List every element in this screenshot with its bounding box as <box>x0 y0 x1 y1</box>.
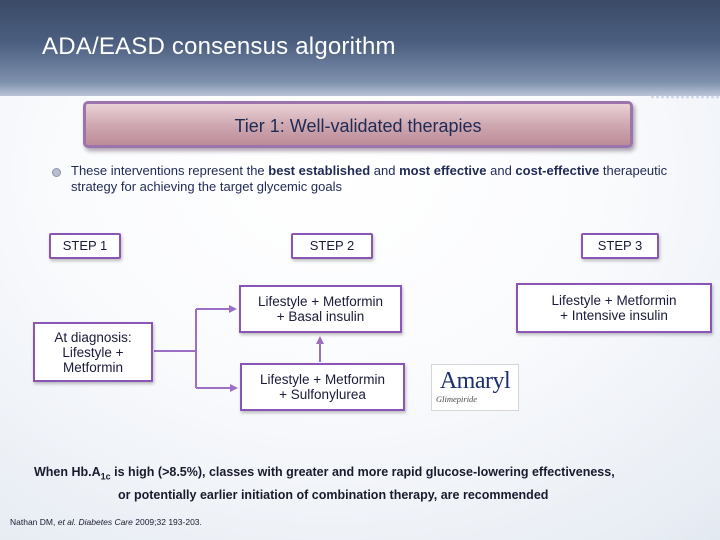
step-1-label: STEP 1 <box>49 233 121 259</box>
therapy-box-intensive-insulin: Lifestyle + Metformin + Intensive insuli… <box>516 283 712 333</box>
bullet-icon <box>52 168 61 177</box>
therapy-line: Metformin <box>62 359 123 375</box>
header-band <box>0 0 720 96</box>
therapy-line: Lifestyle + Metformin <box>258 294 383 309</box>
citation-journal: Diabetes Care <box>78 517 133 527</box>
therapy-line: Lifestyle + <box>62 344 124 360</box>
hba1c-note: When Hb.A1c is high (>8.5%), classes wit… <box>34 463 694 504</box>
therapy-box-sulfonylurea: Lifestyle + Metformin + Sulfonylurea <box>240 363 405 411</box>
logo-wordmark: Amaryl <box>439 368 511 394</box>
therapy-line: + Sulfonylurea <box>279 387 366 402</box>
step-3-label: STEP 3 <box>581 233 659 259</box>
note-text: is high (>8.5%), classes with greater an… <box>110 465 615 479</box>
amaryl-logo: Amaryl Glimepiride <box>431 364 519 411</box>
note-subscript: 1c <box>100 471 111 482</box>
bullet-emphasis-cost-effective: cost-effective <box>515 163 600 178</box>
tier-title: Tier 1: Well-validated therapies <box>234 116 482 136</box>
therapy-line: Lifestyle + Metformin <box>260 372 385 387</box>
bullet-text-part: therapeutic strategy for achieving the t… <box>71 163 668 194</box>
citation-authors: Nathan DM, <box>10 517 58 527</box>
note-text-line-2: or potentially earlier initiation of com… <box>118 487 549 502</box>
bullet-emphasis-best-established: best established <box>268 163 371 178</box>
note-text: When Hb.A <box>34 465 101 479</box>
bullet-text-part: and <box>486 163 516 178</box>
bullet-text: These interventions represent the best e… <box>71 163 681 195</box>
bullet-text-part: These interventions represent the <box>71 163 269 178</box>
therapy-line: Lifestyle + Metformin <box>551 293 677 308</box>
bullet-text-part: and <box>370 163 400 178</box>
citation: Nathan DM, et al. Diabetes Care 2009;32 … <box>10 517 202 527</box>
therapy-line: At diagnosis: <box>54 329 132 345</box>
citation-etal: et al. <box>57 517 77 527</box>
slide-title: ADA/EASD consensus algorithm <box>42 33 396 60</box>
therapy-line: + Intensive insulin <box>560 308 668 323</box>
therapy-box-basal-insulin: Lifestyle + Metformin + Basal insulin <box>239 285 402 333</box>
bullet-emphasis-most-effective: most effective <box>399 163 487 178</box>
therapy-box-at-diagnosis: At diagnosis: Lifestyle + Metformin <box>33 322 153 382</box>
citation-details: 2009;32 193-203. <box>132 517 202 527</box>
step-2-label: STEP 2 <box>291 233 373 259</box>
therapy-line: + Basal insulin <box>276 309 365 324</box>
tier-banner: Tier 1: Well-validated therapies <box>83 101 633 148</box>
logo-subtitle: Glimepiride <box>436 394 478 404</box>
decorative-dots <box>650 95 720 99</box>
